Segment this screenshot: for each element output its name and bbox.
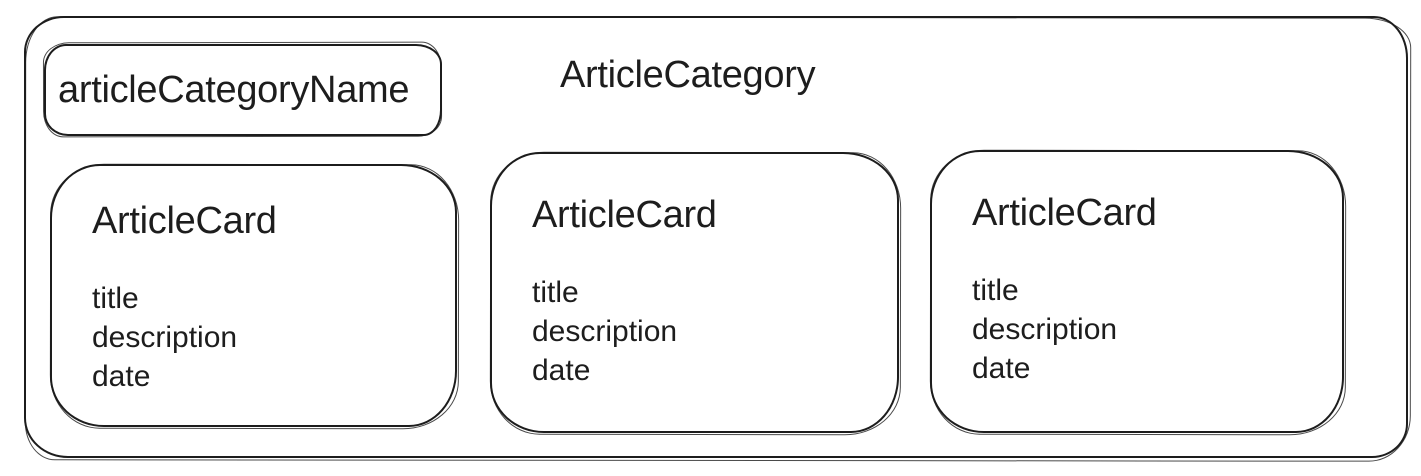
article-category-name-label: articleCategoryName	[58, 68, 410, 111]
article-category-title: ArticleCategory	[560, 54, 816, 96]
article-card-3: ArticleCard title description date	[930, 150, 1344, 433]
article-card-fields: title description date	[92, 279, 431, 396]
article-card-field-title: title	[972, 274, 1019, 307]
article-card-field-date: date	[972, 352, 1031, 385]
article-card-field-description: description	[532, 315, 678, 348]
article-card-field-description: description	[92, 321, 238, 354]
article-card-2: ArticleCard title description date	[490, 152, 899, 433]
article-card-heading: ArticleCard	[532, 194, 717, 236]
article-card-heading: ArticleCard	[92, 200, 277, 242]
article-card-1: ArticleCard title description date	[50, 164, 457, 427]
article-card-field-date: date	[532, 354, 591, 387]
article-card-fields: title description date	[972, 271, 1318, 388]
article-category-container: ArticleCategory articleCategoryName Arti…	[24, 16, 1408, 458]
article-category-name-box: articleCategoryName	[44, 44, 442, 136]
article-card-field-title: title	[532, 276, 579, 309]
article-card-field-title: title	[92, 282, 139, 315]
article-card-fields: title description date	[532, 273, 873, 390]
article-card-field-date: date	[92, 360, 151, 393]
article-card-heading: ArticleCard	[972, 192, 1157, 234]
article-card-field-description: description	[972, 313, 1118, 346]
